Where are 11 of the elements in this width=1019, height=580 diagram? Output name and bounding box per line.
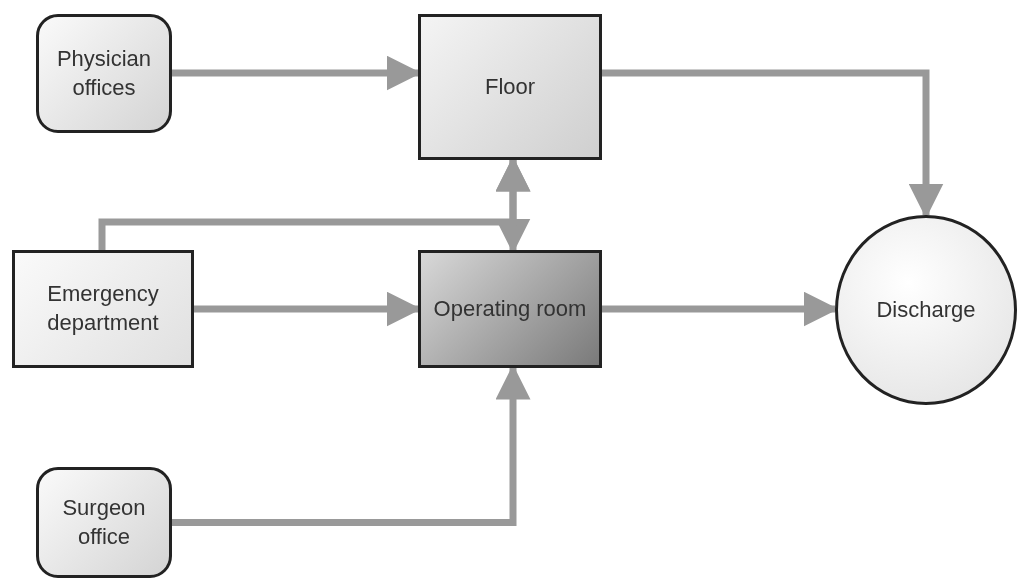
node-label: Operating room bbox=[432, 294, 588, 323]
source-box bbox=[12, 250, 194, 368]
process-box bbox=[418, 14, 602, 160]
source-box bbox=[36, 14, 172, 133]
node-label: Discharge bbox=[875, 295, 977, 324]
source-box bbox=[36, 467, 172, 578]
process-box bbox=[418, 250, 602, 368]
node-label: Emergency department bbox=[46, 280, 160, 337]
node-label: Physician offices bbox=[55, 44, 153, 102]
node-label: Floor bbox=[483, 72, 537, 101]
node-label: Surgeon office bbox=[61, 493, 147, 551]
